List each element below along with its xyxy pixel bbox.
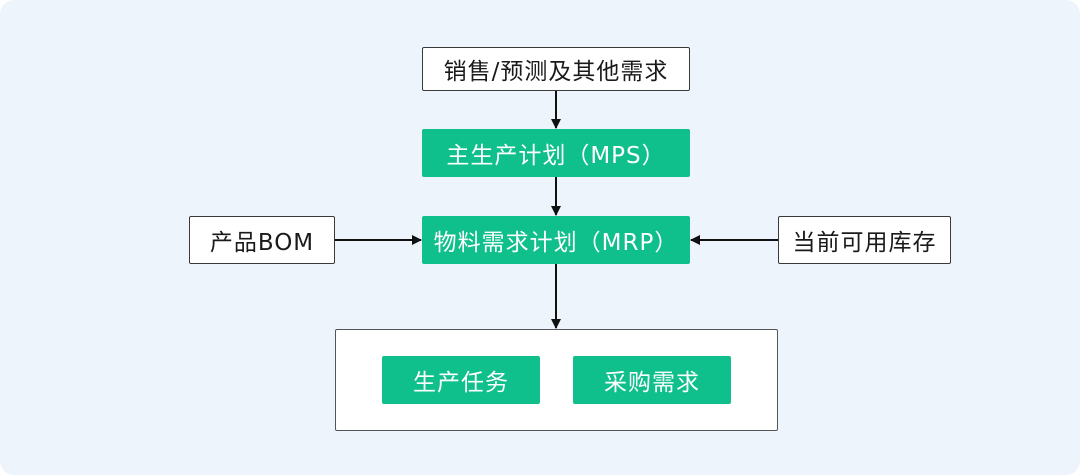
inventory-node: 当前可用库存 xyxy=(778,216,951,264)
mps-node: 主生产计划（MPS） xyxy=(422,129,690,177)
production-task-node: 生产任务 xyxy=(382,356,540,404)
bom-node: 产品BOM xyxy=(189,216,335,264)
mrp-node: 物料需求计划（MRP） xyxy=(422,216,690,264)
sales-demand-node: 销售/预测及其他需求 xyxy=(422,47,690,91)
purchase-demand-node: 采购需求 xyxy=(573,356,731,404)
